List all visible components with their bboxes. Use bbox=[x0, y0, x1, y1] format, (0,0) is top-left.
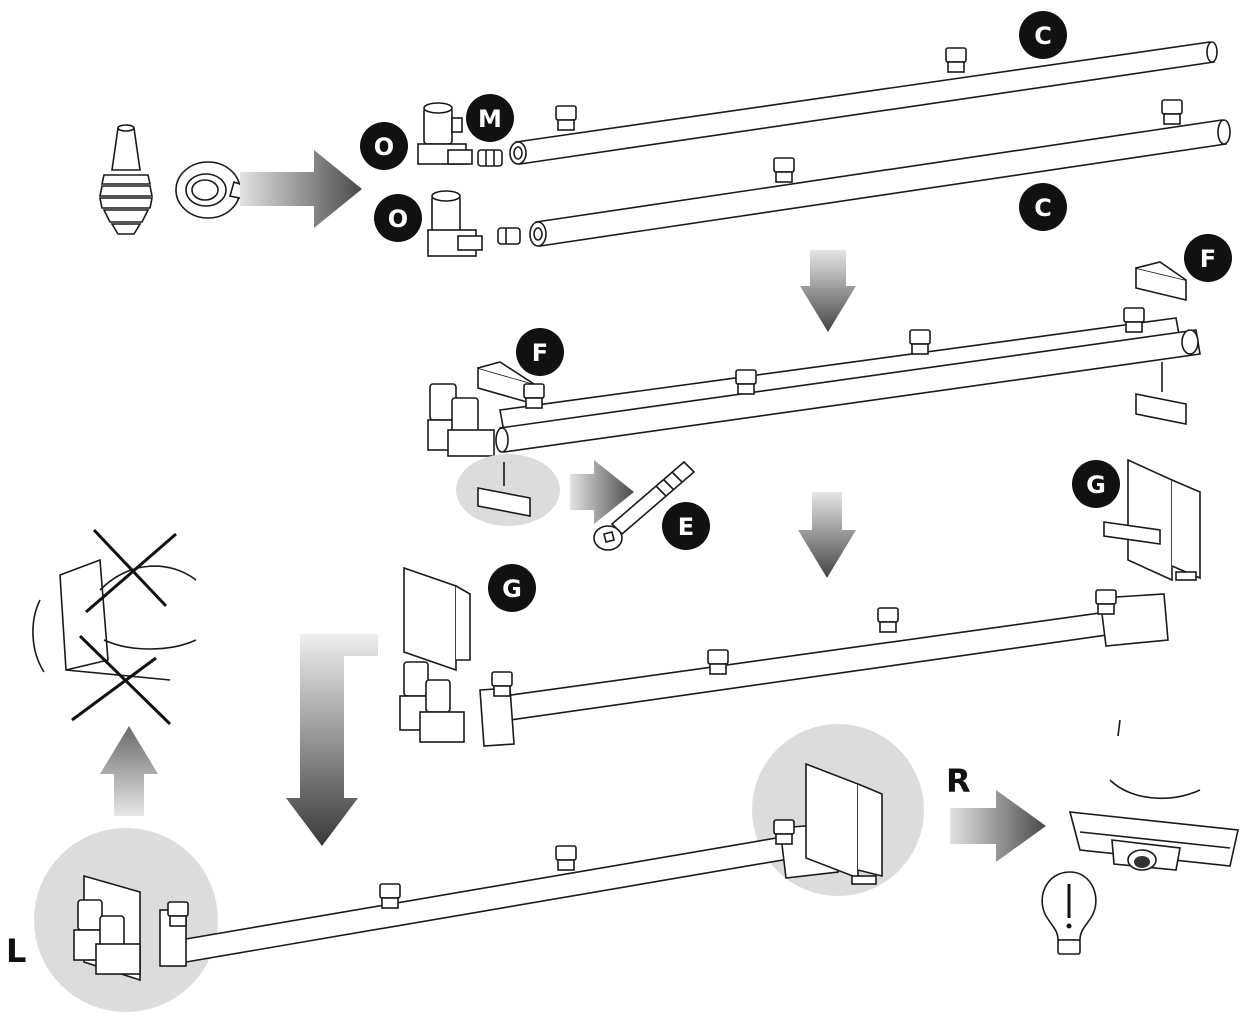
nipple-fitting-bottom bbox=[497, 227, 521, 245]
svg-text:E: E bbox=[678, 513, 694, 541]
svg-text:F: F bbox=[532, 339, 548, 367]
label-badge-o-top: O bbox=[360, 122, 408, 170]
svg-text:C: C bbox=[1034, 22, 1052, 50]
label-badge-o-bottom: O bbox=[374, 194, 422, 242]
label-badge-m: M bbox=[466, 94, 514, 142]
label-badge-e: E bbox=[662, 502, 710, 550]
svg-text:G: G bbox=[1086, 471, 1106, 499]
svg-text:O: O bbox=[388, 205, 408, 233]
clamp-bottom-right bbox=[1135, 362, 1187, 425]
bracket-final-right bbox=[805, 762, 883, 885]
label-badge-f-right: F bbox=[1184, 234, 1232, 282]
svg-text:G: G bbox=[502, 575, 522, 603]
svg-text:O: O bbox=[374, 133, 394, 161]
clamp-detail bbox=[477, 462, 531, 517]
arrow-up bbox=[100, 726, 158, 816]
lightbulb-warning-icon bbox=[1041, 871, 1097, 955]
arrow-right-2 bbox=[570, 460, 634, 524]
side-label-l: L bbox=[6, 932, 26, 970]
detail-right bbox=[1068, 719, 1239, 871]
solenoid-valve-bottom bbox=[427, 190, 483, 257]
clamp-detail-highlight bbox=[456, 454, 560, 526]
sealant-icon bbox=[99, 124, 153, 235]
arrow-bent-down bbox=[286, 634, 378, 846]
arrow-right-3 bbox=[950, 790, 1046, 862]
tube-top bbox=[509, 41, 1218, 165]
svg-text:F: F bbox=[1200, 245, 1216, 273]
clamp-top-right bbox=[1135, 261, 1187, 302]
bolt-e bbox=[593, 460, 696, 551]
valve-pair-step2 bbox=[427, 383, 495, 457]
label-badge-g-right: G bbox=[1072, 460, 1120, 508]
side-label-r: R bbox=[946, 762, 971, 800]
label-badge-f-left: F bbox=[516, 328, 564, 376]
svg-text:C: C bbox=[1034, 194, 1052, 222]
label-badge-g-left: G bbox=[488, 564, 536, 612]
bracket-g-right bbox=[1103, 458, 1201, 582]
bracket-g-left bbox=[403, 566, 471, 672]
valve-assembly-final-left bbox=[73, 874, 187, 982]
nipple-fitting-top bbox=[477, 149, 503, 167]
arrow-right-1 bbox=[240, 150, 362, 228]
arrow-down-1 bbox=[800, 250, 856, 332]
clamp-left bbox=[477, 361, 535, 406]
solenoid-valve-top bbox=[417, 102, 473, 165]
tube-bottom bbox=[529, 119, 1231, 247]
svg-text:M: M bbox=[478, 105, 502, 133]
tube-pair-step2 bbox=[495, 317, 1201, 453]
tube-final bbox=[178, 823, 839, 963]
cross-icon-top bbox=[92, 528, 168, 608]
detail-no-gap bbox=[32, 528, 197, 726]
valve-pair-step3 bbox=[399, 661, 465, 743]
tube-step3 bbox=[479, 593, 1169, 747]
arrow-down-2 bbox=[798, 492, 856, 578]
pipe-fittings bbox=[167, 47, 1183, 927]
label-badge-c-top: C bbox=[1019, 11, 1067, 59]
label-badge-c-bottom: C bbox=[1019, 183, 1067, 231]
